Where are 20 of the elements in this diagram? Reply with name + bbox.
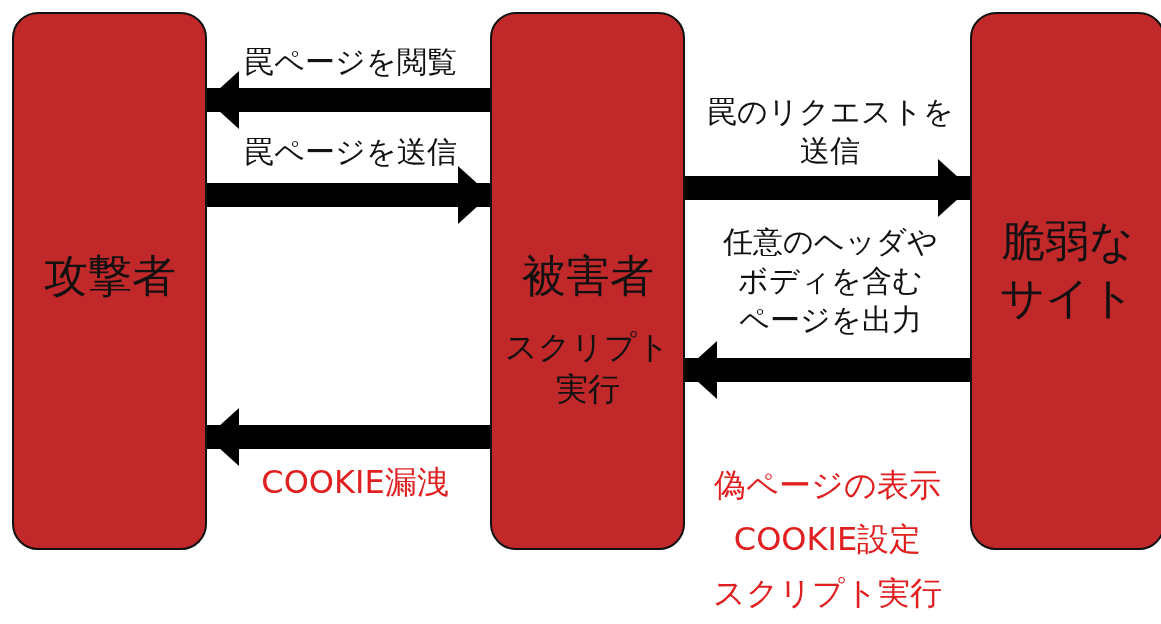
arrow (207, 166, 490, 224)
node-label: 被害者 (520, 249, 655, 303)
note-text: COOKIE設定 (732, 520, 923, 559)
arrow (207, 71, 490, 129)
arrow (685, 159, 970, 217)
process-box (12, 12, 207, 550)
arrow (685, 341, 970, 399)
edge-label: 罠のリクエストを送信 (705, 93, 955, 170)
note-text: スクリプト実行 (712, 574, 943, 613)
node-label: 脆弱なサイト (999, 214, 1136, 326)
edge-label: 任意のヘッダやボディを含むページを出力 (721, 223, 939, 339)
edge-label: COOKIE漏洩 (260, 462, 450, 503)
arrow (207, 408, 490, 466)
note-text: 偽ページの表示 (713, 466, 942, 505)
process-box (970, 12, 1161, 550)
node-label: 攻撃者 (42, 249, 177, 303)
node-label: スクリプト実行 (504, 327, 671, 410)
edge-label: 罠ページを送信 (242, 133, 458, 171)
process-box (490, 12, 685, 550)
edge-label: 罠ページを閲覧 (242, 43, 458, 81)
